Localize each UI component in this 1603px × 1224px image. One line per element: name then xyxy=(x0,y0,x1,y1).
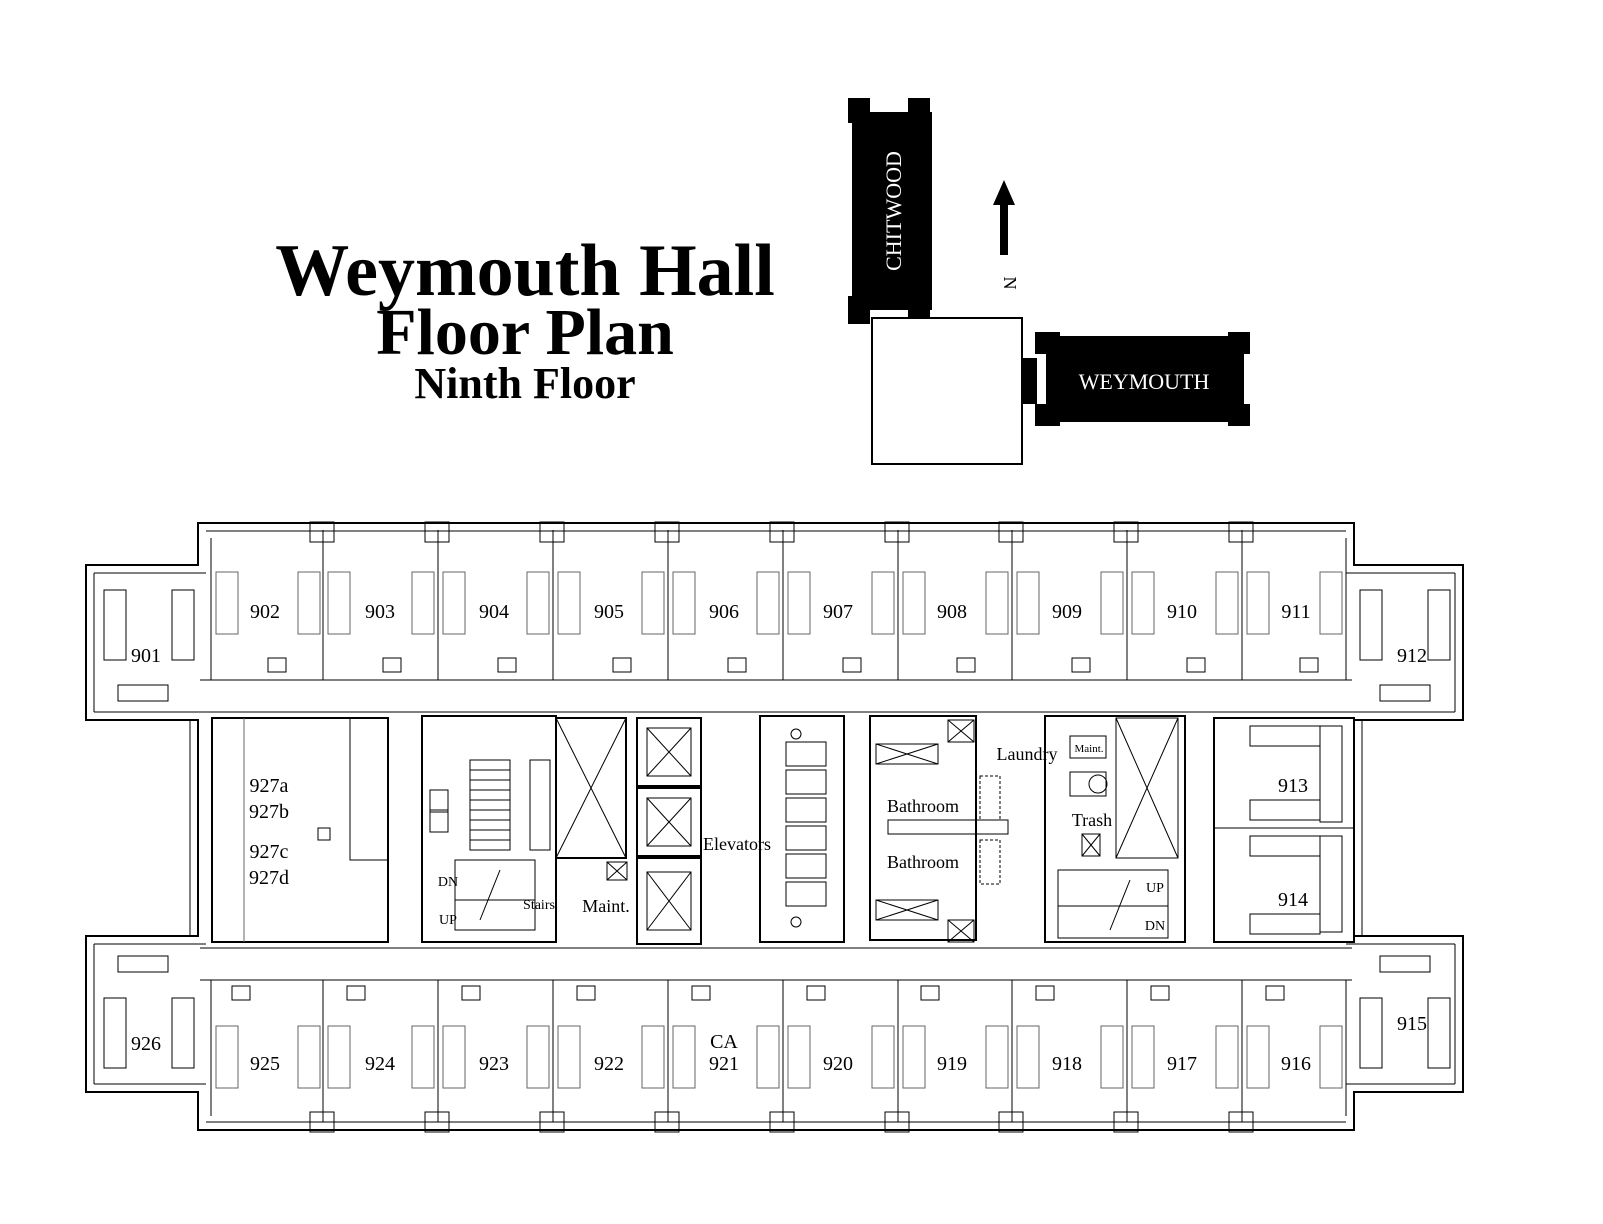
room-923: 923 xyxy=(479,1053,509,1075)
room-902: 902 xyxy=(250,601,280,623)
room-922: 922 xyxy=(594,1053,624,1075)
north-marker-label: N xyxy=(1000,277,1020,290)
chitwood-building: CHITWOOD xyxy=(848,98,932,324)
stair-east-up-label: UP xyxy=(1146,881,1164,896)
room-901: 901 xyxy=(131,645,161,667)
room-927b: 927b xyxy=(249,801,289,823)
room-918: 918 xyxy=(1052,1053,1082,1075)
bottom-row-partitions xyxy=(210,980,1347,1133)
building-outline xyxy=(85,522,1464,1131)
room-925: 925 xyxy=(250,1053,280,1075)
room-912: 912 xyxy=(1397,645,1427,667)
room-913: 913 xyxy=(1278,775,1308,797)
room-909: 909 xyxy=(1052,601,1082,623)
room-927d: 927d xyxy=(249,867,289,889)
room-915: 915 xyxy=(1397,1013,1427,1035)
room-914: 914 xyxy=(1278,889,1308,911)
room-921: 921 xyxy=(709,1053,739,1075)
stair-east-dn-label: DN xyxy=(1145,919,1165,934)
room-908: 908 xyxy=(937,601,967,623)
room-labels: 902 903 904 905 906 907 908 909 910 911 … xyxy=(131,601,1427,1075)
trash-label: Trash xyxy=(1072,810,1112,830)
elevators-label: Elevators xyxy=(703,834,771,854)
laundry-label: Laundry xyxy=(997,744,1058,764)
room-904: 904 xyxy=(479,601,509,623)
title-line-2: Floor Plan xyxy=(376,296,674,369)
central-core xyxy=(211,715,1355,945)
room-905: 905 xyxy=(594,601,624,623)
room-916: 916 xyxy=(1281,1053,1311,1075)
connector-building xyxy=(871,317,1023,465)
room-927c: 927c xyxy=(250,841,289,863)
corridors xyxy=(200,679,1352,981)
room-926: 926 xyxy=(131,1033,161,1055)
maint-small-label: Maint. xyxy=(1074,743,1103,755)
stair-west-up-label: UP xyxy=(439,913,457,928)
chitwood-label: CHITWOOD xyxy=(881,151,906,271)
room-917: 917 xyxy=(1167,1053,1197,1075)
room-921-ca-tag: CA xyxy=(710,1031,738,1053)
weymouth-building: WEYMOUTH xyxy=(1023,332,1250,426)
weymouth-label: WEYMOUTH xyxy=(1079,369,1210,394)
stair-west-dn-label: DN xyxy=(438,875,458,890)
title-line-3: Ninth Floor xyxy=(414,359,636,408)
bathroom-upper-label: Bathroom xyxy=(887,796,959,816)
room-903: 903 xyxy=(365,601,395,623)
maint-center-label: Maint. xyxy=(582,896,630,916)
room-907: 907 xyxy=(823,601,853,623)
key-map: CHITWOOD WEYMOUTH N xyxy=(848,98,1250,465)
bathroom-lower-label: Bathroom xyxy=(887,852,959,872)
room-906: 906 xyxy=(709,601,739,623)
room-924: 924 xyxy=(365,1053,395,1075)
top-row-partitions xyxy=(210,521,1347,680)
north-arrow-icon: N xyxy=(993,180,1020,290)
room-911: 911 xyxy=(1281,601,1310,623)
corner-rooms xyxy=(103,589,1451,1069)
room-920: 920 xyxy=(823,1053,853,1075)
area-labels: Elevators Laundry Bathroom Bathroom Tras… xyxy=(438,743,1165,934)
title-line-1: Weymouth Hall xyxy=(275,230,775,312)
room-910: 910 xyxy=(1167,601,1197,623)
room-927a: 927a xyxy=(250,775,289,797)
stairs-label: Stairs xyxy=(523,898,555,913)
room-919: 919 xyxy=(937,1053,967,1075)
